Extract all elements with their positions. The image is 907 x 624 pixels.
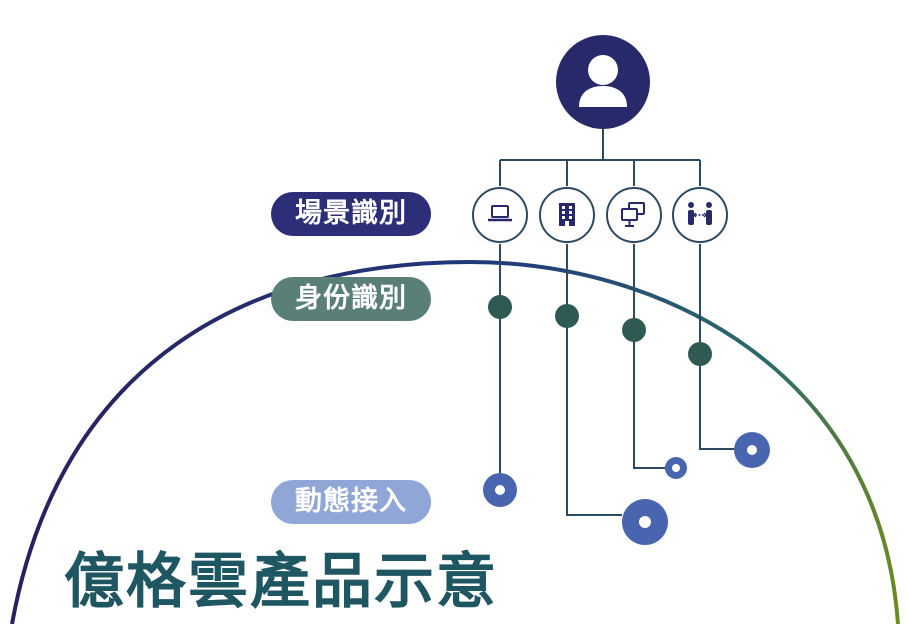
identity-dot — [622, 318, 646, 342]
desktop-icon — [621, 202, 645, 227]
people-connect-icon — [688, 202, 712, 225]
identity-dot — [688, 342, 712, 366]
user-icon — [579, 55, 627, 107]
scene-node-laptop[interactable] — [472, 187, 528, 243]
scene-node-people[interactable] — [672, 187, 728, 243]
access-node-2[interactable] — [622, 499, 668, 545]
scene-node-building[interactable] — [539, 187, 595, 243]
access-node-4[interactable] — [734, 432, 770, 468]
identity-dots — [488, 295, 712, 366]
access-node-3[interactable] — [665, 457, 687, 479]
dynamic-access-label: 動態接入 — [271, 480, 431, 524]
scene-recognition-label: 場景識別 — [271, 192, 431, 236]
laptop-icon — [488, 205, 512, 222]
building-icon — [559, 203, 575, 226]
identity-dot — [555, 304, 579, 328]
background-arc — [10, 259, 900, 624]
access-node-1[interactable] — [483, 473, 517, 507]
user-node[interactable] — [556, 35, 650, 129]
identity-dot — [488, 295, 512, 319]
scene-node-desktop[interactable] — [606, 187, 662, 243]
page-title: 億格雲產品示意 — [64, 547, 498, 617]
tree-connectors — [499, 120, 701, 186]
identity-recognition-label: 身份識別 — [271, 277, 431, 321]
